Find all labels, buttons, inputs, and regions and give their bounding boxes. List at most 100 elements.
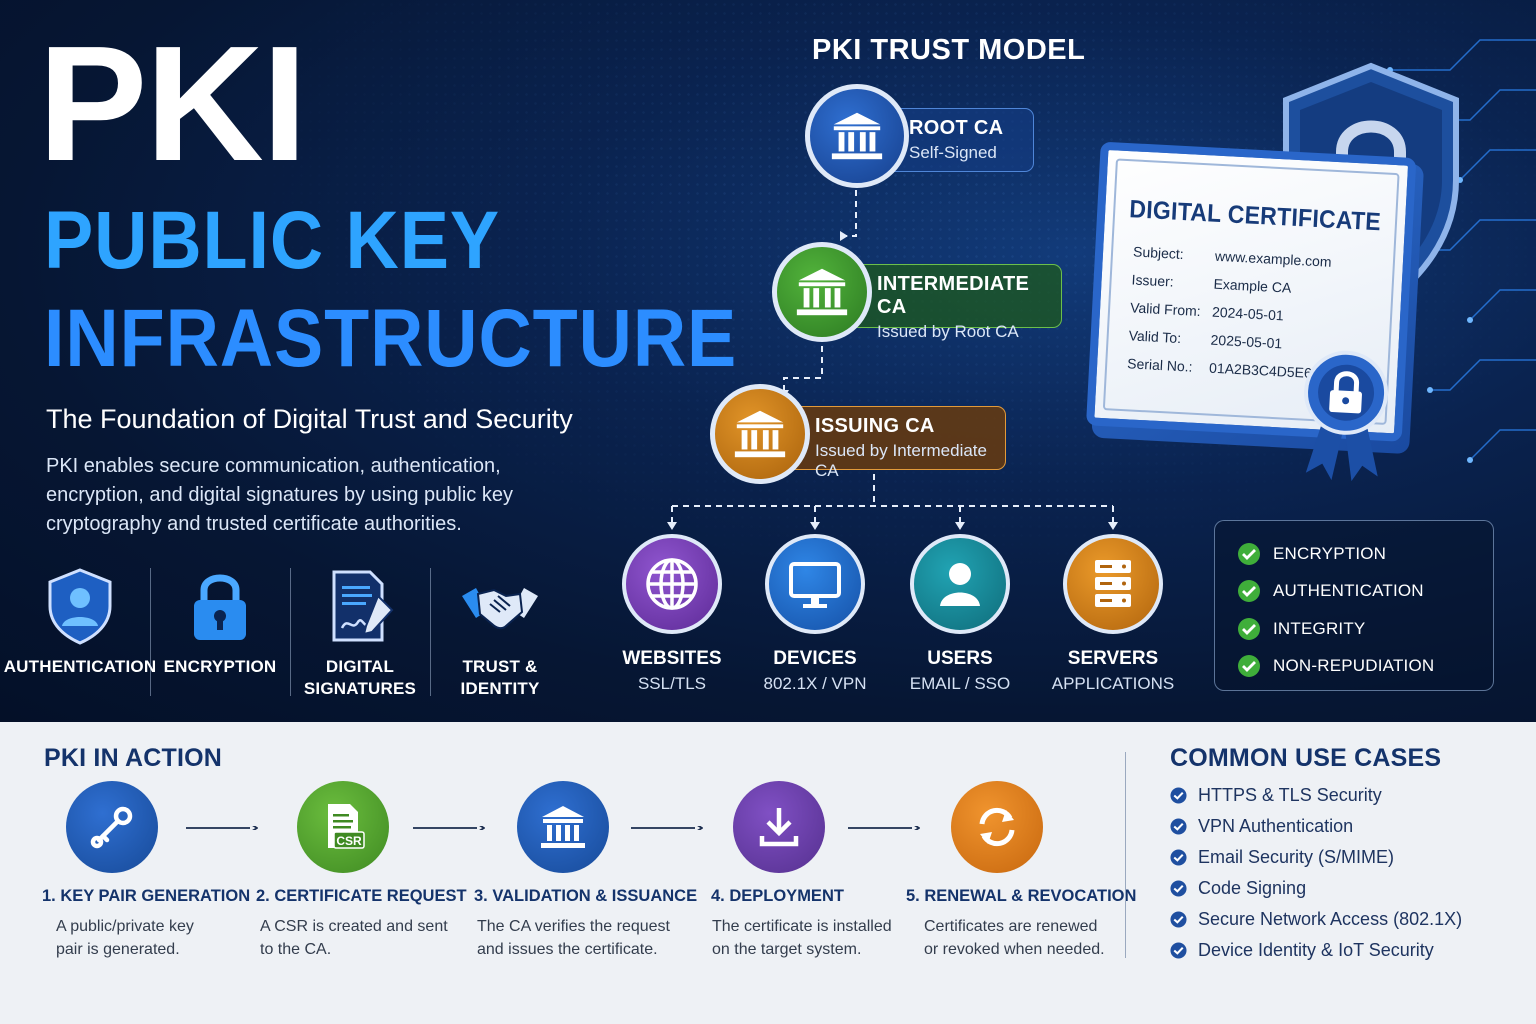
monitor-icon xyxy=(789,562,841,608)
feature-encryption: ENCRYPTION xyxy=(150,562,290,702)
endpoint-name: SERVERS xyxy=(1067,648,1159,669)
hero-description: PKI enables secure communication, authen… xyxy=(46,455,513,535)
desc-line: pair is generated. xyxy=(56,941,180,958)
feature-label: DIGITAL SIGNATURES xyxy=(303,657,417,698)
feature-row: AUTHENTICATION ENCRYPTION DIGITAL SIGNAT… xyxy=(4,562,570,702)
use-case-item: VPN Authentication xyxy=(1170,816,1353,837)
hero-title-line1: PUBLIC KEY xyxy=(44,195,500,286)
root-ca-sub: Self-Signed xyxy=(909,143,997,162)
use-case-label: Secure Network Access (802.1X) xyxy=(1198,909,1463,929)
step-1-title: 1. KEY PAIR GENERATION xyxy=(42,887,251,905)
key-icon xyxy=(90,806,133,849)
security-properties-box: ENCRYPTION AUTHENTICATION INTEGRITY NON-… xyxy=(1214,520,1494,691)
intermediate-ca-node xyxy=(772,242,872,342)
endpoint-websites: WEBSITES SSL/TLS xyxy=(587,534,757,694)
use-case-item: HTTPS & TLS Security xyxy=(1170,785,1382,806)
feature-digital-signatures: DIGITAL SIGNATURES xyxy=(290,562,430,702)
feature-label: ENCRYPTION xyxy=(163,657,277,676)
property-label: INTEGRITY xyxy=(1273,618,1366,638)
issuing-ca-name: ISSUING CA xyxy=(815,415,935,437)
desc-line: A CSR is created and sent xyxy=(260,918,448,935)
seal-ribbon-icon xyxy=(1304,350,1389,482)
feature-authentication: AUTHENTICATION xyxy=(4,562,156,702)
use-cases-title: COMMON USE CASES xyxy=(1170,744,1442,772)
issuing-ca-label-box: ISSUING CA Issued by Intermediate CA xyxy=(788,406,1006,480)
feature-trust-identity: TRUST & IDENTITY xyxy=(430,562,570,702)
institution-icon xyxy=(796,268,848,316)
feature-label: TRUST & IDENTITY xyxy=(460,657,540,698)
institution-icon xyxy=(541,806,585,848)
use-case-label: VPN Authentication xyxy=(1198,816,1354,836)
use-case-item: Email Security (S/MIME) xyxy=(1170,847,1394,868)
property-item: INTEGRITY xyxy=(1237,610,1493,648)
institution-icon xyxy=(831,112,883,160)
digital-certificate: DIGITAL CERTIFICATE Subject:www.example.… xyxy=(1084,141,1431,489)
check-circle-icon xyxy=(1238,617,1260,640)
check-circle-icon xyxy=(1238,542,1260,565)
intermediate-ca-sub: Issued by Root CA xyxy=(877,322,1019,341)
padlock-icon xyxy=(194,574,246,640)
property-item: ENCRYPTION xyxy=(1237,535,1493,573)
user-shield-icon xyxy=(48,568,112,645)
csr-document-icon: CSR xyxy=(328,804,365,849)
in-action-title: PKI IN ACTION xyxy=(44,744,223,772)
endpoint-sub: APPLICATIONS xyxy=(1051,674,1175,693)
use-case-label: HTTPS & TLS Security xyxy=(1198,785,1382,805)
step-arrow-1 xyxy=(186,826,258,830)
root-ca-name: ROOT CA xyxy=(909,117,1004,139)
property-item: AUTHENTICATION xyxy=(1237,573,1493,611)
endpoint-sub: EMAIL / SSO xyxy=(909,674,1011,693)
endpoint-sub: SSL/TLS xyxy=(637,674,707,693)
desc-line: on the target system. xyxy=(712,941,862,958)
check-circle-icon xyxy=(1170,911,1187,928)
bottom-panel xyxy=(0,722,1536,1024)
trust-model-title: PKI TRUST MODEL xyxy=(812,34,1086,66)
user-icon xyxy=(940,563,980,606)
download-icon xyxy=(759,808,799,847)
feature-label: AUTHENTICATION xyxy=(3,657,157,676)
handshake-icon xyxy=(462,588,538,630)
endpoint-name: USERS xyxy=(927,648,993,669)
endpoint-icon-circle xyxy=(1063,534,1163,634)
use-case-label: Code Signing xyxy=(1198,878,1307,898)
property-label: AUTHENTICATION xyxy=(1273,581,1424,601)
root-ca-node xyxy=(805,84,909,188)
check-circle-icon xyxy=(1238,580,1260,603)
intermediate-ca-label-box: INTERMEDIATE CA Issued by Root CA xyxy=(850,264,1062,341)
check-circle-icon xyxy=(1238,655,1260,678)
step-arrow-3 xyxy=(631,826,703,830)
issuing-ca-sub: Issued by Intermediate CA xyxy=(815,441,987,480)
desc-line: Certificates are renewed xyxy=(924,918,1098,935)
use-case-label: Device Identity & IoT Security xyxy=(1198,940,1434,960)
check-circle-icon xyxy=(1170,787,1187,804)
globe-icon xyxy=(646,558,698,610)
endpoint-name: WEBSITES xyxy=(622,648,722,669)
hero-panel: PKI PUBLIC KEY INFRASTRUCTURE The Founda… xyxy=(0,0,1536,722)
step-5-title: 5. RENEWAL & REVOCATION xyxy=(906,887,1137,905)
step-5-description: Certificates are renewed or revoked when … xyxy=(924,915,1105,961)
refresh-icon xyxy=(979,807,1015,847)
endpoint-sub: 802.1X / VPN xyxy=(763,674,867,693)
step-3-title: 3. VALIDATION & ISSUANCE xyxy=(474,887,698,905)
step-arrow-4 xyxy=(848,826,920,830)
check-circle-icon xyxy=(1170,818,1187,835)
step-3-icon-circle xyxy=(517,781,609,873)
step-2-icon-circle: CSR xyxy=(297,781,389,873)
property-label: ENCRYPTION xyxy=(1273,543,1387,563)
step-2-description: A CSR is created and sent to the CA. xyxy=(260,915,448,961)
desc-line: to the CA. xyxy=(260,941,332,958)
step-arrow-2 xyxy=(413,826,485,830)
section-divider xyxy=(1125,752,1126,958)
endpoint-name: DEVICES xyxy=(773,648,857,669)
property-item: NON-REPUDIATION xyxy=(1237,648,1493,686)
desc-line: or revoked when needed. xyxy=(924,941,1105,958)
check-circle-icon xyxy=(1170,849,1187,866)
use-case-item: Secure Network Access (802.1X) xyxy=(1170,909,1462,930)
step-1-icon-circle xyxy=(66,781,158,873)
issuing-ca-node xyxy=(710,384,810,484)
signed-document-icon xyxy=(332,570,394,642)
desc-line: and issues the certificate. xyxy=(477,941,658,958)
server-icon xyxy=(1095,560,1131,607)
